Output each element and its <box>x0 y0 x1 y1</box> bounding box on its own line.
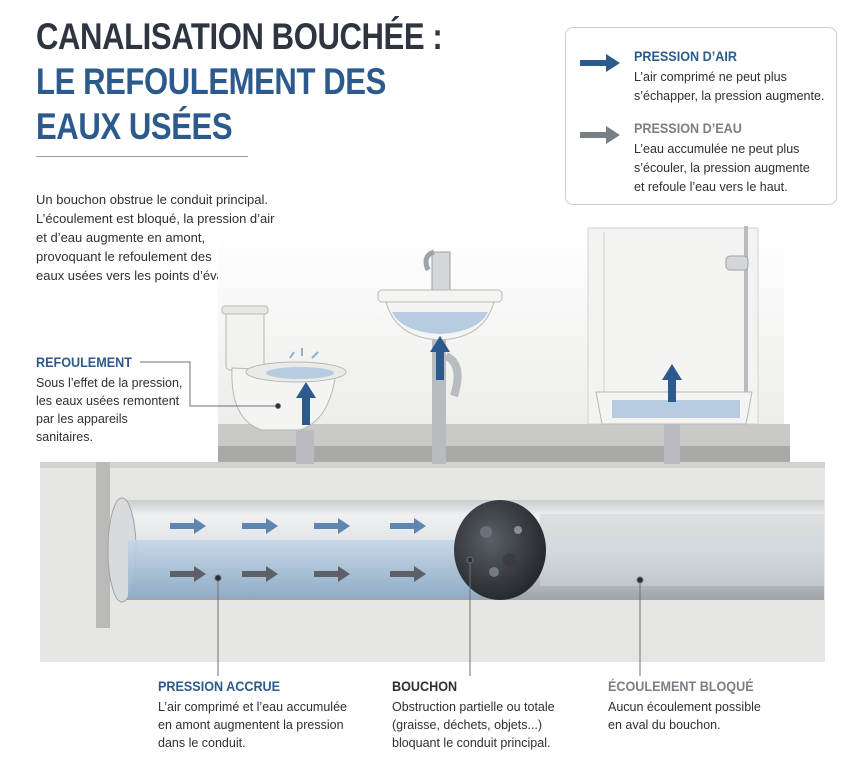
callout-ecoulement-bloque: ÉCOULEMENT BLOQUÉ Aucun écoulement possi… <box>608 677 770 734</box>
callout-line: en aval du bouchon. <box>608 718 721 732</box>
legend-water-title: PRESSION D’EAU <box>634 120 742 136</box>
legend-air-line: L’air comprimé ne peut plus <box>634 70 787 84</box>
page-title: CANALISATION BOUCHÉE : LE REFOULEMENT DE… <box>36 14 443 149</box>
intro-line: et d’eau augmente en amont, <box>36 230 206 245</box>
intro-line: provoquant le refoulement des <box>36 249 212 264</box>
legend-air-line: s’échapper, la pression augmente. <box>634 89 825 103</box>
callout-desc: Obstruction partielle ou totale (graisse… <box>392 698 555 752</box>
callout-title: PRESSION ACCRUE <box>158 678 281 694</box>
legend-water-line: L’eau accumulée ne peut plus <box>634 142 800 156</box>
legend-water-line: s’écouler, la pression augmente <box>634 161 810 175</box>
arrow-right-icon <box>580 126 620 144</box>
title-line-2: LE REFOULEMENT DES <box>36 61 386 102</box>
callout-line: par les appareils <box>36 412 128 426</box>
callout-desc: L’air comprimé et l’eau accumulée en amo… <box>158 698 347 752</box>
water-pressure-arrows <box>170 566 426 582</box>
legend-box: PRESSION D’AIR L’air comprimé ne peut pl… <box>565 27 837 205</box>
shower-tray <box>595 226 753 464</box>
legend-water-line: et refoule l’eau vers le haut. <box>634 180 788 194</box>
title-divider <box>36 156 248 157</box>
callout-title: BOUCHON <box>392 678 458 694</box>
accumulated-water <box>128 540 478 598</box>
callout-title: ÉCOULEMENT BLOQUÉ <box>608 678 754 694</box>
callout-line: en amont augmentent la pression <box>158 718 344 732</box>
legend-water-desc: L’eau accumulée ne peut plus s’écouler, … <box>634 140 810 197</box>
arrow-up-icon <box>430 336 450 380</box>
title-line-1: CANALISATION BOUCHÉE : <box>36 16 443 57</box>
callout-title: REFOULEMENT <box>36 354 132 370</box>
toilet <box>221 305 347 464</box>
callout-leaders <box>140 361 644 676</box>
arrow-up-icon <box>662 364 682 402</box>
callout-bouchon: BOUCHON Obstruction partielle ou totale … <box>392 677 555 752</box>
callout-line: L’air comprimé et l’eau accumulée <box>158 700 347 714</box>
legend-air-title: PRESSION D’AIR <box>634 48 737 64</box>
callout-line: Aucun écoulement possible <box>608 700 761 714</box>
callout-line: Sous l’effet de la pression, <box>36 376 183 390</box>
callout-line: Obstruction partielle ou totale <box>392 700 555 714</box>
arrow-right-icon <box>580 54 620 72</box>
intro-line: eaux usées vers les points d’évacuation. <box>36 268 270 283</box>
intro-line: L’écoulement est bloqué, la pression d’a… <box>36 211 275 226</box>
floor-slab <box>218 446 790 464</box>
callout-desc: Aucun écoulement possible en aval du bou… <box>608 698 770 734</box>
callout-line: (graisse, déchets, objets...) <box>392 718 543 732</box>
floor-slab-top <box>218 424 790 446</box>
callout-line: bloquant le conduit principal. <box>392 736 551 750</box>
callout-line: les eaux usées remontent <box>36 394 180 408</box>
callout-line: dans le conduit. <box>158 736 246 750</box>
legend-air-desc: L’air comprimé ne peut plus s’échapper, … <box>634 68 824 106</box>
air-pressure-arrows <box>170 518 426 534</box>
callout-desc: Sous l’effet de la pression, les eaux us… <box>36 374 182 446</box>
clog <box>454 500 546 600</box>
intro-text: Un bouchon obstrue le conduit principal.… <box>36 190 296 285</box>
title-line-3: EAUX USÉES <box>36 106 233 147</box>
arrow-up-icon <box>296 382 316 425</box>
callout-pression-accrue: PRESSION ACCRUE L’air comprimé et l’eau … <box>158 677 347 752</box>
sink <box>377 249 503 464</box>
intro-line: Un bouchon obstrue le conduit principal. <box>36 192 268 207</box>
callout-line: sanitaires. <box>36 430 93 444</box>
callout-refoulement: REFOULEMENT Sous l’effet de la pression,… <box>36 353 182 446</box>
